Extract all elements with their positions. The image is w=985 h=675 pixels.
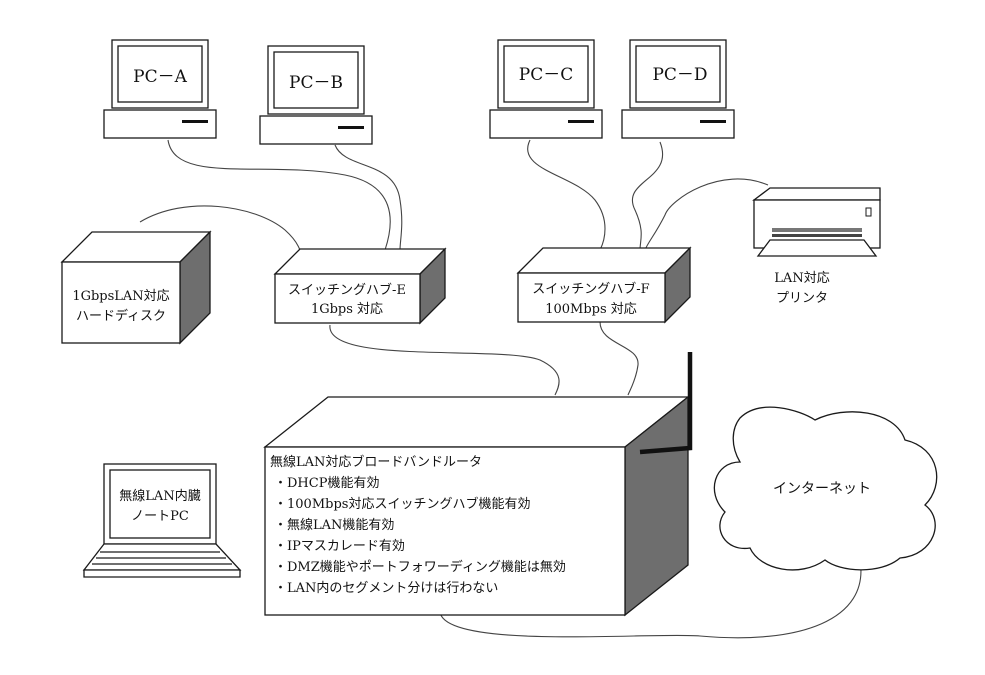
pc-d: PC－D [621,39,735,139]
cable-pc-a-hub-e [167,139,391,251]
internet-cloud: インターネット [713,406,938,571]
pc-d-label: PC－D [652,65,707,85]
pc-a-label: PC－A [133,67,187,87]
pc-c-base [489,109,603,139]
laptop: 無線LAN内臓 ノートPC [82,463,242,578]
printer-led [865,207,872,217]
cable-hub-f-router [599,321,639,396]
pc-b: PC－B [259,45,373,145]
hub-f-front [517,272,666,323]
pc-b-label: PC－B [289,73,343,93]
internet-label: インターネット [773,481,871,497]
printer-paper-tray [756,239,878,257]
hub-e: スイッチングハブ-E 1Gbps 対応 [273,247,447,325]
cable-hub-e-router [329,324,560,396]
pc-c: PC－C [489,39,603,139]
pc-a: PC－A [103,39,217,139]
cable-pc-b-hub-e [334,144,403,251]
cables [139,139,862,639]
printer-label-line1: LAN対応 [774,271,829,286]
printer: LAN対応 プリンタ [752,187,881,306]
router-feature: ・100Mbps対応スイッチングハブ機能有効 [274,496,530,512]
cloud-icon [713,406,938,571]
hub-e-label-line2: 1Gbps 対応 [311,302,383,317]
laptop-screen [109,469,211,539]
hard-disk: 1GbpsLAN対応 ハードディスク [60,230,212,345]
hub-e-label-line1: スイッチングハブ-E [288,282,406,298]
hub-f-top [516,247,692,274]
pc-b-base [259,115,373,145]
hub-f-label-line1: スイッチングハブ-F [532,281,649,297]
pc-b-monitor-screen [273,51,359,109]
pc-c-label: PC－C [519,65,573,85]
antenna-icon [639,352,693,455]
router-feature: ・LAN内のセグメント分けは行わない [274,580,498,596]
cable-router-internet [439,559,862,639]
hard-disk-label-line2: ハードディスク [76,308,166,324]
router-top [263,396,690,448]
hub-f: スイッチングハブ-F 100Mbps 対応 [516,246,692,324]
hub-f-label-line2: 100Mbps 対応 [545,302,637,317]
laptop-front-edge [83,569,241,578]
pc-c-drive-slot [568,120,594,123]
laptop-label-line1: 無線LAN内臓 [119,488,200,504]
pc-b-drive-slot [338,126,364,129]
pc-d-drive-slot [700,120,726,123]
cable-printer-hub-f [644,178,769,251]
printer-slot-1 [772,228,862,232]
router-feature: ・DMZ機能やポートフォワーディング機能は無効 [274,559,566,575]
router-feature: ・無線LAN機能有効 [274,517,394,533]
pc-c-monitor-screen [503,45,589,103]
pc-a-base [103,109,217,139]
router: 無線LAN対応ブロードバンドルータ ・DHCP機能有効 ・100Mbps対応スイ… [263,352,693,617]
hard-disk-label-line1: 1GbpsLAN対応 [72,289,169,304]
laptop-keyboard-base [82,543,242,571]
hard-disk-front [61,261,181,344]
router-title: 無線LAN対応ブロードバンドルータ [270,454,482,470]
hub-e-front [274,273,421,324]
router-feature: ・DHCP機能有効 [274,476,379,491]
cable-pc-c-hub-f [527,139,606,251]
pc-d-base [621,109,735,139]
router-front [264,446,626,616]
hub-e-top [273,248,447,275]
printer-top [752,187,881,201]
printer-slot-2 [772,234,862,237]
laptop-label-line2: ノートPC [131,509,189,524]
printer-label-line2: プリンタ [776,291,828,306]
pc-a-drive-slot [182,120,208,123]
cable-pc-d-hub-f [632,141,663,251]
router-feature: ・IPマスカレード有効 [274,539,405,554]
pc-d-monitor-screen [635,45,721,103]
pc-a-monitor-screen [117,45,203,103]
